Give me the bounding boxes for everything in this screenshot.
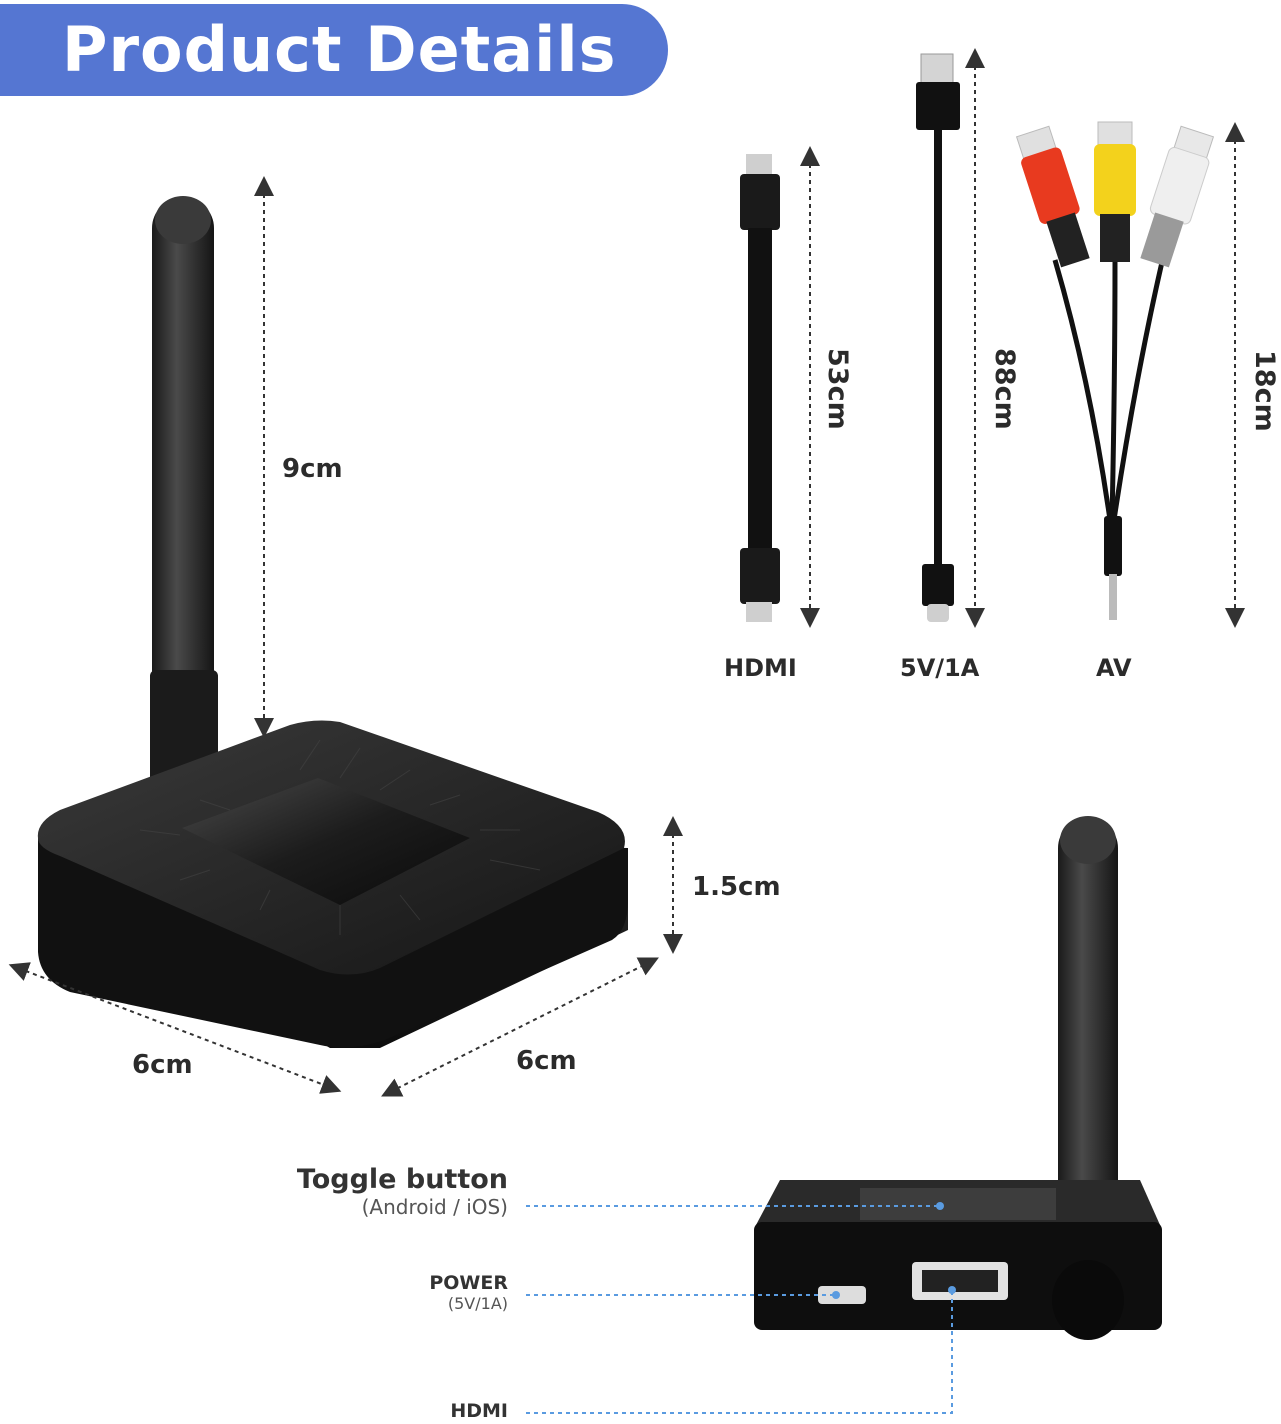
callout-lines: [526, 1205, 953, 1414]
power-callout-subtitle: (5V/1A): [447, 1294, 508, 1313]
hdmi-callout: HDMI: [308, 1400, 508, 1422]
receiver-main: [37, 196, 628, 1048]
power-callout: POWER (5V/1A): [308, 1272, 508, 1313]
av-cable-icon: [1015, 121, 1215, 620]
toggle-callout-subtitle: (Android / iOS): [361, 1195, 508, 1219]
toggle-callout: Toggle button (Android / iOS): [148, 1164, 508, 1219]
hdmi-cable-icon: [740, 154, 780, 622]
page-title: Product Details: [62, 13, 617, 86]
av-cable-label: AV: [1096, 654, 1132, 682]
toggle-callout-title: Toggle button: [296, 1164, 508, 1195]
box-height-label: 1.5cm: [692, 872, 781, 902]
hdmi-length-label: 53cm: [822, 348, 853, 430]
hdmi-cable-label: HDMI: [724, 654, 797, 682]
header-banner: Product Details: [0, 4, 668, 96]
power-callout-title: POWER: [429, 1272, 508, 1294]
usb-cable-label: 5V/1A: [900, 654, 980, 682]
usb-length-label: 88cm: [989, 348, 1020, 430]
box-depth-label: 6cm: [516, 1046, 577, 1076]
toggle-button-top: [182, 778, 470, 905]
av-length-label: 18cm: [1249, 350, 1280, 432]
antenna-icon: [152, 198, 214, 798]
usb-power-cable-icon: [916, 53, 960, 622]
receiver-front-view: [754, 816, 1162, 1340]
dimension-lines: [8, 48, 1245, 1097]
hdmi-callout-title: HDMI: [450, 1400, 508, 1422]
antenna-height-label: 9cm: [282, 454, 343, 484]
box-width-label: 6cm: [132, 1050, 193, 1080]
